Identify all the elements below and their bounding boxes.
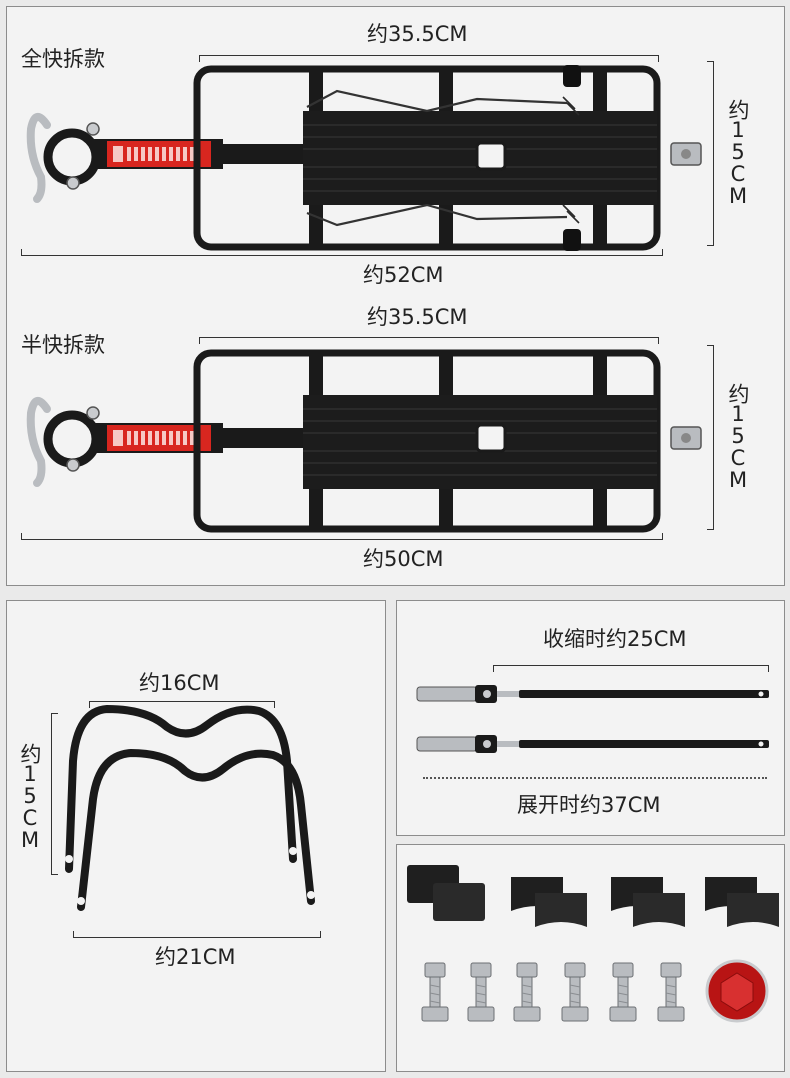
accessories-panel: [396, 844, 785, 1072]
half-quick-release-title: 半快拆款: [21, 333, 105, 357]
telescopic-rod-panel: 收缩时约25CM 展开时约37CM: [396, 600, 785, 836]
strut-top-dimension-line: [89, 701, 275, 708]
rack-full-quick-release-image: [26, 65, 702, 251]
retracted-length-line: [493, 665, 769, 672]
top-dimension-line: [199, 55, 659, 62]
rack-dimensions-panel: 全快拆款 约35.5CM 约15CM 约52CM: [6, 6, 785, 586]
rack-half-quick-release-image: [26, 349, 702, 533]
rubber-pad-icon: [407, 865, 485, 921]
top-dimension-label-2: 约35.5CM: [367, 305, 468, 329]
side-dimension-line: [707, 61, 714, 246]
strut-side-dimension-line: [51, 713, 58, 875]
side-dimension-line-2: [707, 345, 714, 530]
retracted-length-label: 收缩时约25CM: [543, 627, 687, 651]
support-strut-image: [65, 704, 315, 911]
reflector-icon: [705, 959, 769, 1023]
strut-side-dimension-label: 约15CM: [18, 743, 42, 850]
extended-length-label: 展开时约37CM: [517, 793, 661, 817]
side-dimension-label-2: 约15CM: [726, 383, 750, 490]
strut-top-dimension-label: 约16CM: [139, 671, 220, 695]
bottom-dimension-line: [21, 249, 663, 256]
full-quick-release-title: 全快拆款: [21, 47, 105, 71]
strut-bottom-dimension-label: 约21CM: [155, 945, 236, 969]
strut-dimensions-panel: 约16CM 约15CM 约21CM: [6, 600, 386, 1072]
bolt-icon: [421, 962, 685, 1022]
accessories-image: [407, 865, 779, 1023]
strut-bottom-dimension-line: [73, 931, 321, 938]
telescopic-rod-image: [416, 685, 769, 753]
extended-length-line: [423, 777, 767, 779]
bottom-dimension-line-2: [21, 533, 663, 540]
seatpost-clamp-icon-2: [26, 397, 101, 487]
bottom-dimension-label-2: 约50CM: [363, 547, 444, 571]
top-dimension-line-2: [199, 337, 659, 344]
side-dimension-label: 约15CM: [726, 99, 750, 206]
rubber-spacer-icon: [511, 877, 779, 927]
top-dimension-label: 约35.5CM: [367, 22, 468, 46]
bottom-dimension-label: 约52CM: [363, 263, 444, 287]
